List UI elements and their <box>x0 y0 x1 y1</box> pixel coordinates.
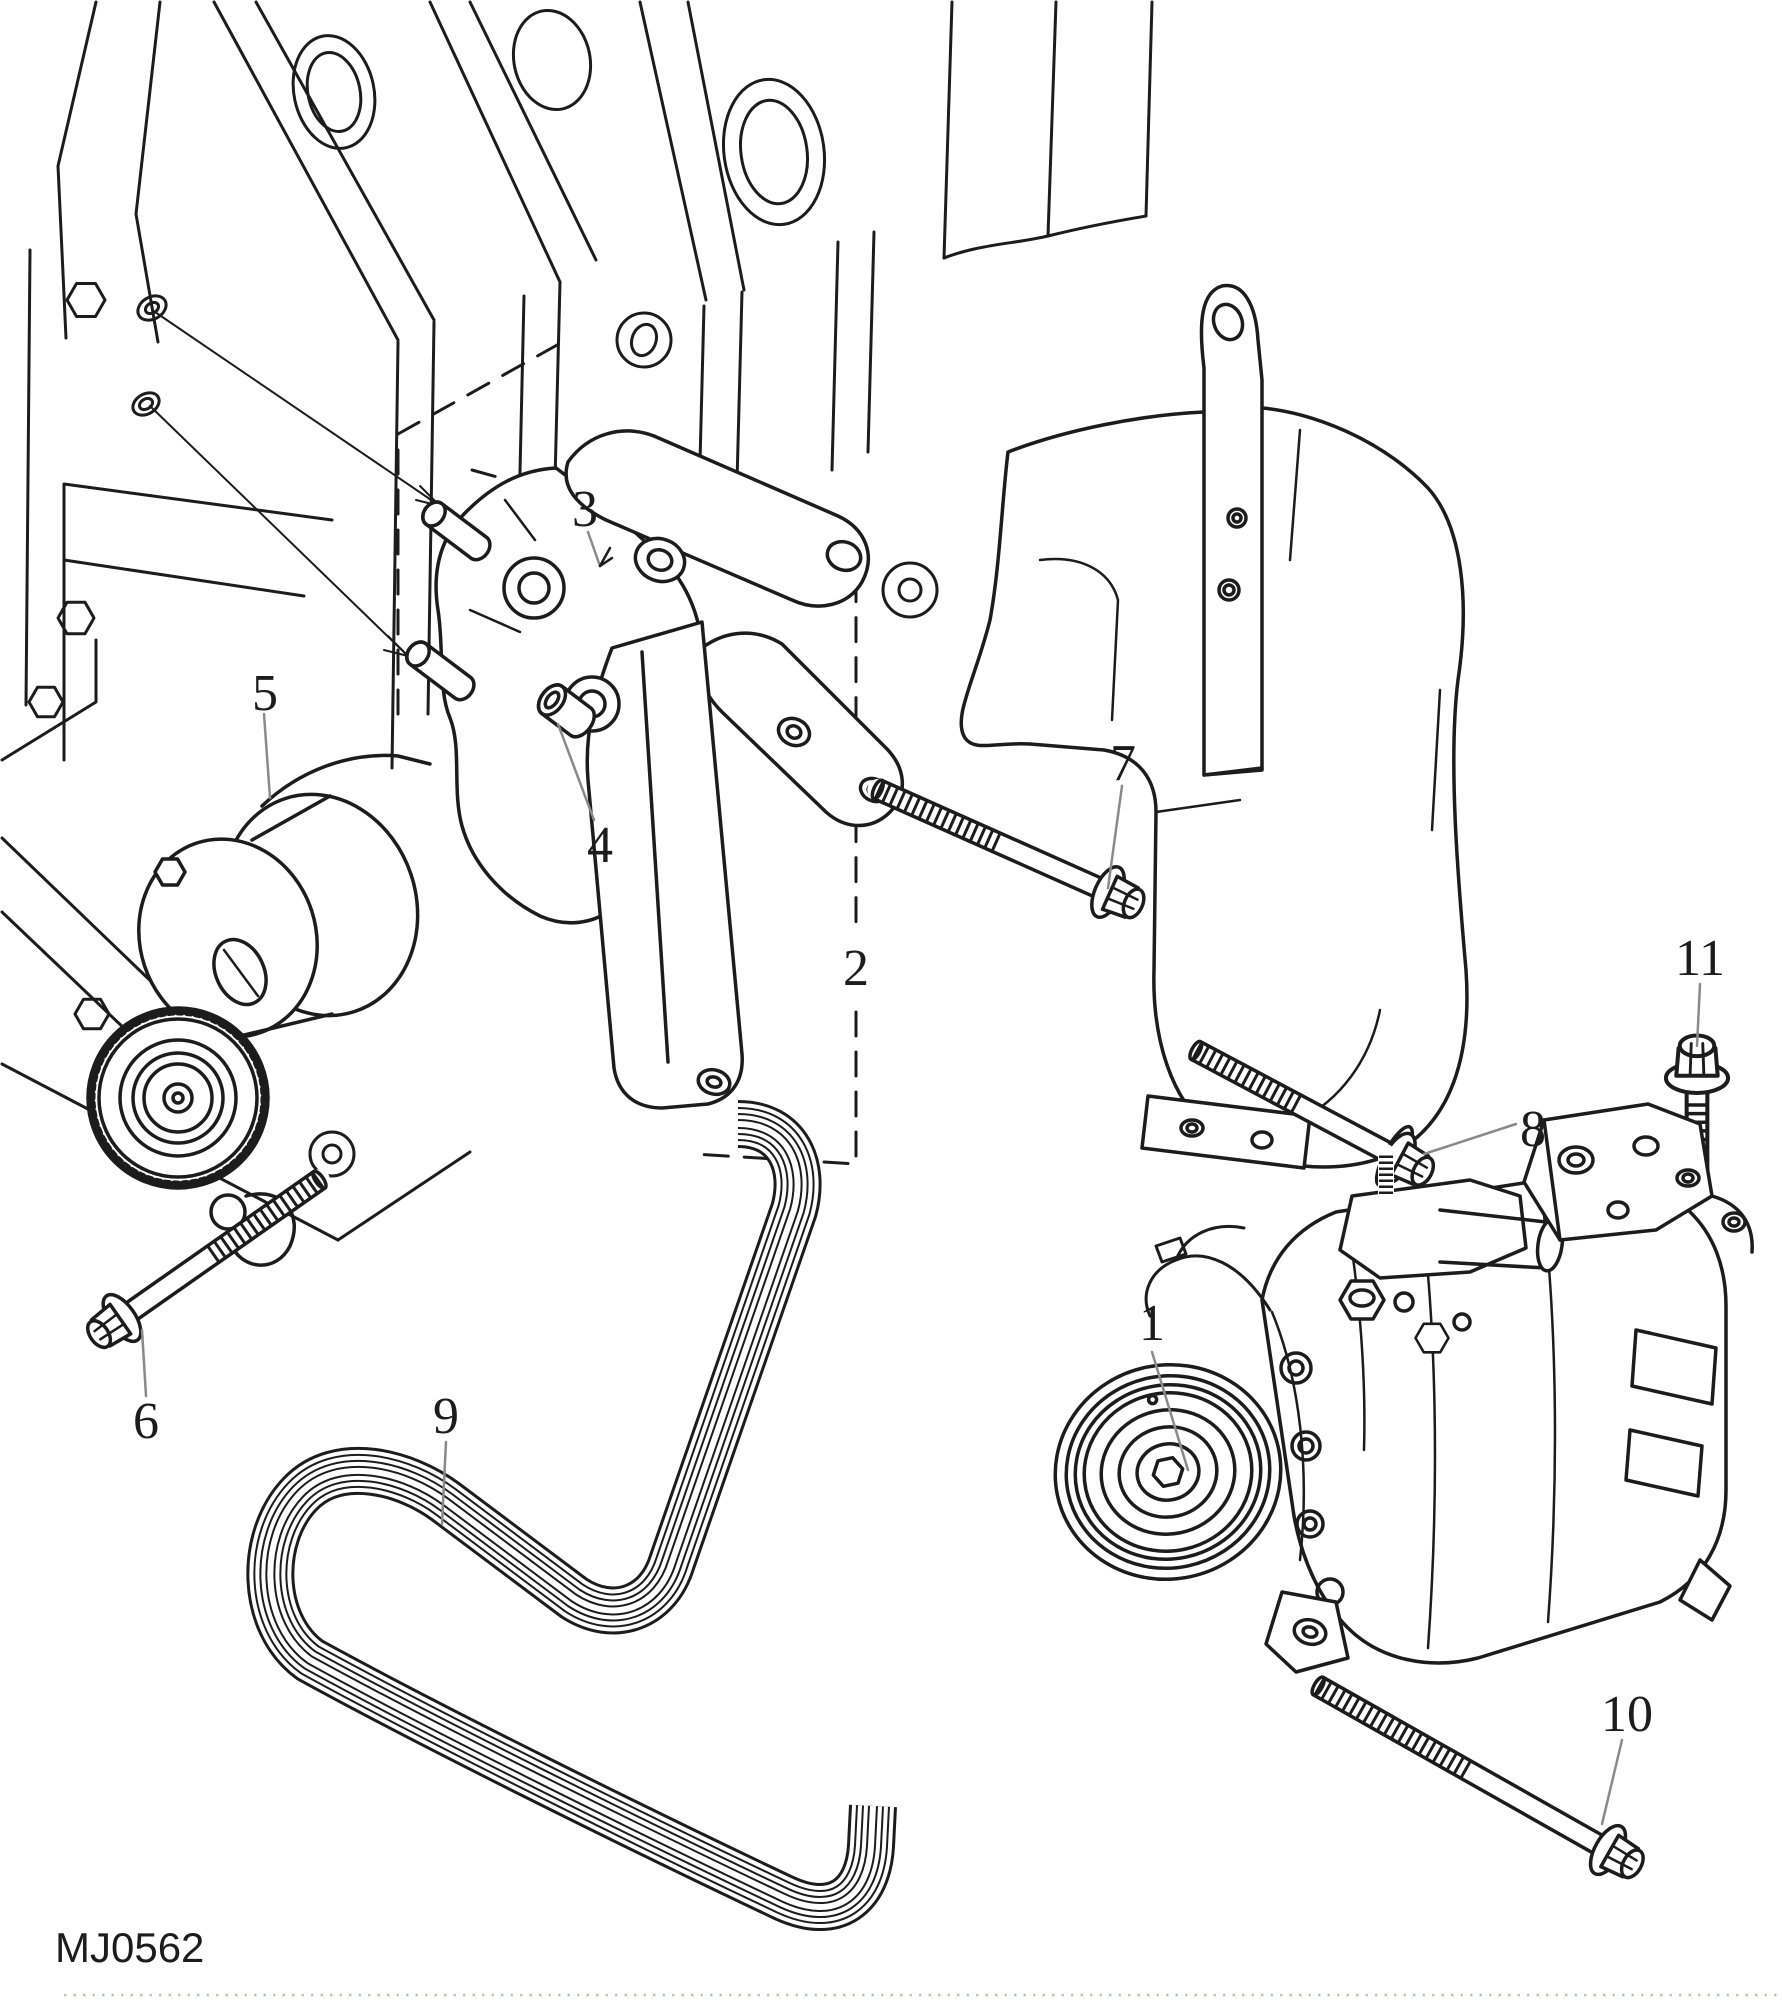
engine-block <box>0 0 1154 1242</box>
serpentine-belt <box>270 1124 873 1907</box>
bolt-6 <box>74 1169 330 1364</box>
dowel-pin-lower <box>405 640 476 702</box>
mounting-bracket <box>434 429 905 1110</box>
callout-2: 2 <box>843 940 869 997</box>
callout-6: 6 <box>133 1393 159 1450</box>
compressor-clutch-pulley <box>1053 1362 1283 1582</box>
tensioner-idler-pulley <box>86 1006 270 1190</box>
ac-compressor <box>1053 1102 1754 1674</box>
clutch-wire <box>1144 1225 1272 1318</box>
spacer-bushing <box>536 683 596 739</box>
bolt-7 <box>867 778 1155 934</box>
dowel-pin-upper <box>421 500 492 562</box>
callout-11: 11 <box>1675 930 1725 987</box>
belt-tensioner <box>86 753 432 1267</box>
callout-9: 9 <box>433 1388 459 1445</box>
engine-cover-cowl <box>959 283 1469 1170</box>
callout-1: 1 <box>1139 1295 1165 1352</box>
callout-8: 8 <box>1520 1101 1546 1158</box>
callout-10: 10 <box>1601 1686 1653 1743</box>
callout-leader-lines <box>140 530 1702 1826</box>
callout-numbers: 1 2 3 4 5 6 7 8 9 10 11 <box>133 481 1725 1743</box>
callout-5: 5 <box>252 665 278 722</box>
figure-code: MJ0562 <box>55 1924 204 1971</box>
callout-3: 3 <box>572 481 598 538</box>
callout-4: 4 <box>587 817 613 874</box>
callout-7: 7 <box>1110 735 1136 792</box>
bolt-10 <box>1307 1675 1656 1894</box>
